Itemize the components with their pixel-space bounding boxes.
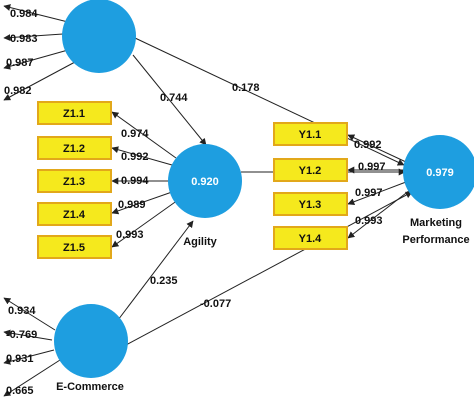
ecommerce-loading-2: -0.769 <box>6 329 37 341</box>
indicator-label-y1-3: Y1.3 <box>299 199 322 211</box>
ecommerce-construct-name: E-Commerce <box>56 381 124 393</box>
path-ecommerce-to-agility <box>117 220 194 321</box>
indicator-label-y1-1: Y1.1 <box>299 129 322 141</box>
path-coef-ecommerce-marketing: -0.077 <box>200 298 231 310</box>
indicator-box-z1-2 <box>37 136 112 160</box>
indicator-label-z1-1: Z1.1 <box>63 108 85 120</box>
ecommerce-loading-3: 0.931 <box>6 353 34 365</box>
agility-loading-z1-3: 0.994 <box>121 175 149 187</box>
indicator-box-z1-4 <box>37 202 112 226</box>
upper-left-loading-arrows <box>3 4 76 101</box>
path-coef-ecommerce-agility: 0.235 <box>150 275 178 287</box>
indicator-box-z1-1 <box>37 101 112 125</box>
indicator-box-y1-4 <box>273 226 348 250</box>
agility-r-squared: 0.920 <box>191 176 219 188</box>
marketing-construct-name-line2: Performance <box>402 234 469 246</box>
marketing-loading-y1-1: 0.992 <box>354 139 382 151</box>
agility-loading-z1-4: 0.989 <box>118 199 146 211</box>
marketing-loading-y1-2: 0.997 <box>358 161 386 173</box>
upper-left-loading-1: 0.984 <box>10 8 38 20</box>
marketing-r-squared: 0.979 <box>426 167 454 179</box>
indicator-box-y1-1 <box>273 122 348 146</box>
path-coef-upper-agility: 0.744 <box>160 92 188 104</box>
marketing-indicator-group <box>273 122 411 250</box>
ecommerce-construct <box>54 304 128 378</box>
upper-left-construct <box>62 0 136 73</box>
agility-indicator-group <box>37 101 179 259</box>
ecommerce-loading-1: 0.934 <box>8 305 36 317</box>
upper-left-loading-2: 0.983 <box>10 33 38 45</box>
path-coef-upper-marketing: 0.178 <box>232 82 260 94</box>
agility-construct <box>168 144 242 218</box>
ecommerce-loading-arrows <box>3 297 61 397</box>
path-ecommerce-to-marketing <box>125 191 413 346</box>
marketing-construct <box>403 135 474 209</box>
indicator-label-z1-3: Z1.3 <box>63 176 85 188</box>
marketing-construct-name-line1: Marketing <box>410 217 462 229</box>
indicator-box-z1-5 <box>37 235 112 259</box>
path-upper-to-agility <box>132 54 207 146</box>
path-upper-to-marketing <box>134 37 405 166</box>
indicator-label-z1-4: Z1.4 <box>63 209 86 221</box>
indicator-box-z1-3 <box>37 169 112 193</box>
indicator-label-y1-2: Y1.2 <box>299 165 322 177</box>
indicator-label-z1-5: Z1.5 <box>63 242 85 254</box>
agility-construct-name: Agility <box>183 236 217 248</box>
upper-left-loading-3: 0.987 <box>6 57 34 69</box>
agility-loading-z1-2: 0.992 <box>121 151 149 163</box>
ecommerce-loading-4: 0.665 <box>6 385 34 397</box>
indicator-label-y1-4: Y1.4 <box>299 233 323 245</box>
indicator-box-y1-3 <box>273 192 348 216</box>
agility-loading-z1-1: 0.974 <box>121 128 149 140</box>
marketing-loading-y1-3: 0.997 <box>355 187 383 199</box>
marketing-loading-y1-4: 0.993 <box>355 215 383 227</box>
indicator-box-y1-2 <box>273 158 348 182</box>
agility-loading-z1-5: 0.993 <box>116 229 144 241</box>
indicator-label-z1-2: Z1.2 <box>63 143 85 155</box>
upper-left-loading-4: 0.982 <box>4 85 32 97</box>
